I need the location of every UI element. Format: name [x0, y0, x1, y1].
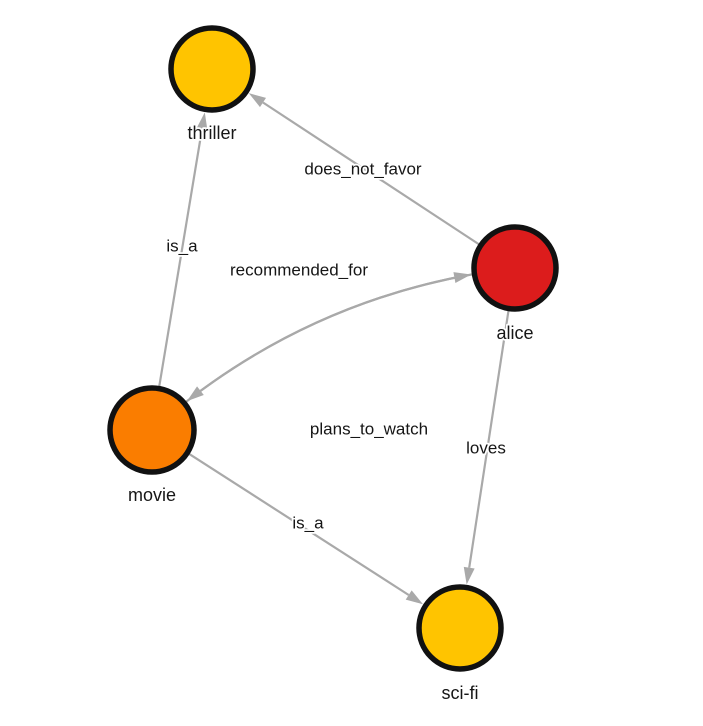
edge-label-halo-e4: plans_to_watch — [310, 419, 428, 438]
edge-label-halo-e1: does_not_favor — [304, 159, 422, 178]
node-movie[interactable] — [107, 385, 197, 475]
edge-movie-to-sci-fi — [188, 452, 410, 596]
arrowhead-alice-to-movie — [186, 386, 204, 402]
edge-alice-to-movie — [200, 273, 473, 392]
edges-layer — [158, 93, 510, 605]
node-label-halo-thriller: thriller — [187, 123, 236, 143]
nodes-layer — [107, 25, 559, 672]
edge-movie-to-alice — [185, 276, 455, 403]
edge-label-movie-sci-fi: is_a — [292, 513, 324, 532]
edge-alice-to-thriller — [262, 101, 480, 246]
node-labels-layer: thrillerthrilleralicealicemoviemoviesci-… — [126, 121, 535, 705]
edge-label-movie-thriller: is_a — [166, 236, 198, 255]
edge-label-halo-e2: is_a — [166, 236, 198, 255]
edge-labels-layer: does_not_favordoes_not_favoris_ais_areco… — [165, 158, 508, 535]
node-label-alice: alice — [496, 323, 533, 343]
arrowhead-movie-to-sci-fi — [405, 590, 423, 605]
node-label-halo-sci-fi: sci-fi — [442, 683, 479, 703]
node-label-thriller: thriller — [187, 123, 236, 143]
node-label-halo-movie: movie — [128, 485, 176, 505]
node-label-halo-alice: alice — [496, 323, 533, 343]
arrowhead-alice-to-sci-fi — [463, 566, 475, 585]
edge-label-alice-thriller: does_not_favor — [304, 159, 422, 178]
node-label-movie: movie — [128, 485, 176, 505]
edge-label-alice-movie: plans_to_watch — [310, 419, 428, 438]
node-alice[interactable] — [471, 224, 559, 312]
edge-label-halo-e6: loves — [466, 438, 506, 457]
node-sci-fi[interactable] — [416, 584, 504, 672]
edge-label-halo-e3: recommended_for — [230, 260, 368, 279]
arrowhead-alice-to-thriller — [248, 93, 267, 108]
edge-movie-to-thriller — [158, 128, 204, 387]
node-label-sci-fi: sci-fi — [442, 683, 479, 703]
edge-label-movie-alice: recommended_for — [230, 260, 368, 279]
edge-label-halo-e5: is_a — [292, 513, 324, 532]
node-thriller[interactable] — [168, 25, 256, 113]
arrowhead-movie-to-thriller — [196, 112, 208, 131]
edge-alice-to-sci-fi — [468, 310, 510, 568]
edge-label-alice-sci-fi: loves — [466, 438, 506, 457]
